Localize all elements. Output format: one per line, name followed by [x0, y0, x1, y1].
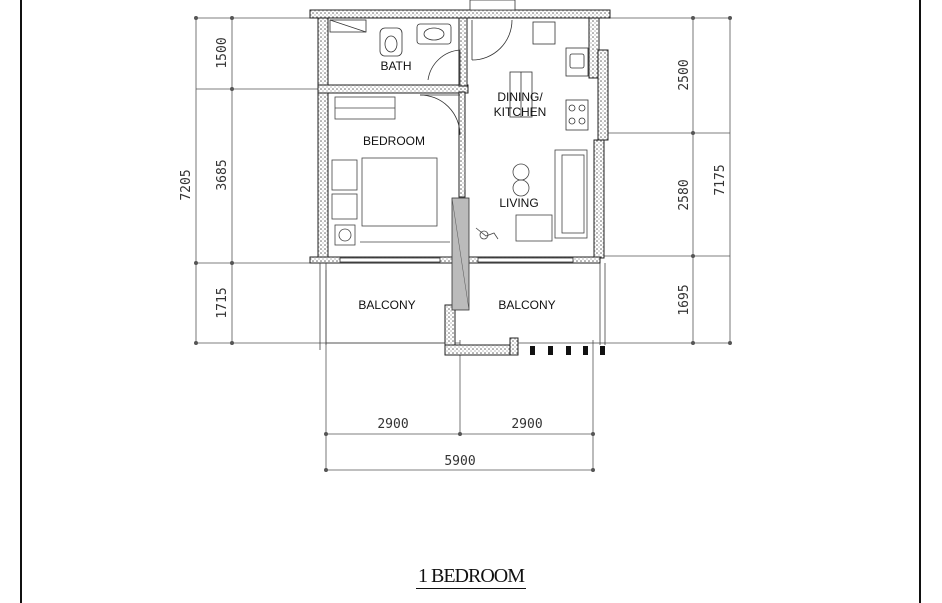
dim-right-living: 2580 — [677, 179, 692, 210]
doors — [419, 19, 513, 136]
frame-right-border — [919, 0, 921, 603]
dim-bottom-right: 2900 — [511, 417, 542, 432]
dim-left-total: 7205 — [179, 169, 194, 200]
right-dimension-lines — [590, 15, 733, 345]
bath-fixtures — [329, 19, 452, 57]
dim-right-total: 7175 — [713, 164, 728, 195]
room-label-balcony-left: BALCONY — [358, 298, 415, 312]
room-label-bath: BATH — [380, 59, 411, 73]
bottom-dimension-lines — [323, 270, 596, 472]
balcony-outlines — [319, 263, 606, 350]
frame-left-border — [20, 0, 22, 603]
room-label-dining: DINING/ — [497, 90, 543, 104]
windows — [339, 0, 574, 263]
dim-left-bedroom: 3685 — [215, 159, 230, 190]
plan-title-block: 1 BEDROOM — [0, 565, 942, 589]
room-label-living: LIVING — [499, 196, 538, 210]
bedroom-furniture — [331, 96, 450, 246]
room-label-bedroom: BEDROOM — [363, 134, 425, 148]
balcony-railing-posts — [530, 346, 605, 355]
living-furniture — [464, 149, 588, 242]
dim-bottom-total: 5900 — [444, 454, 475, 469]
plan-title: 1 BEDROOM — [415, 565, 526, 589]
dim-bottom-left: 2900 — [377, 417, 408, 432]
room-label-balcony-right: BALCONY — [498, 298, 555, 312]
dim-right-kitchen: 2500 — [677, 59, 692, 90]
dim-left-balcony: 1715 — [215, 287, 230, 318]
dim-right-balcony: 1695 — [677, 284, 692, 315]
kitchen-fixtures — [509, 21, 589, 131]
room-label-kitchen: KITCHEN — [494, 105, 547, 119]
dim-left-bath: 1500 — [215, 37, 230, 68]
